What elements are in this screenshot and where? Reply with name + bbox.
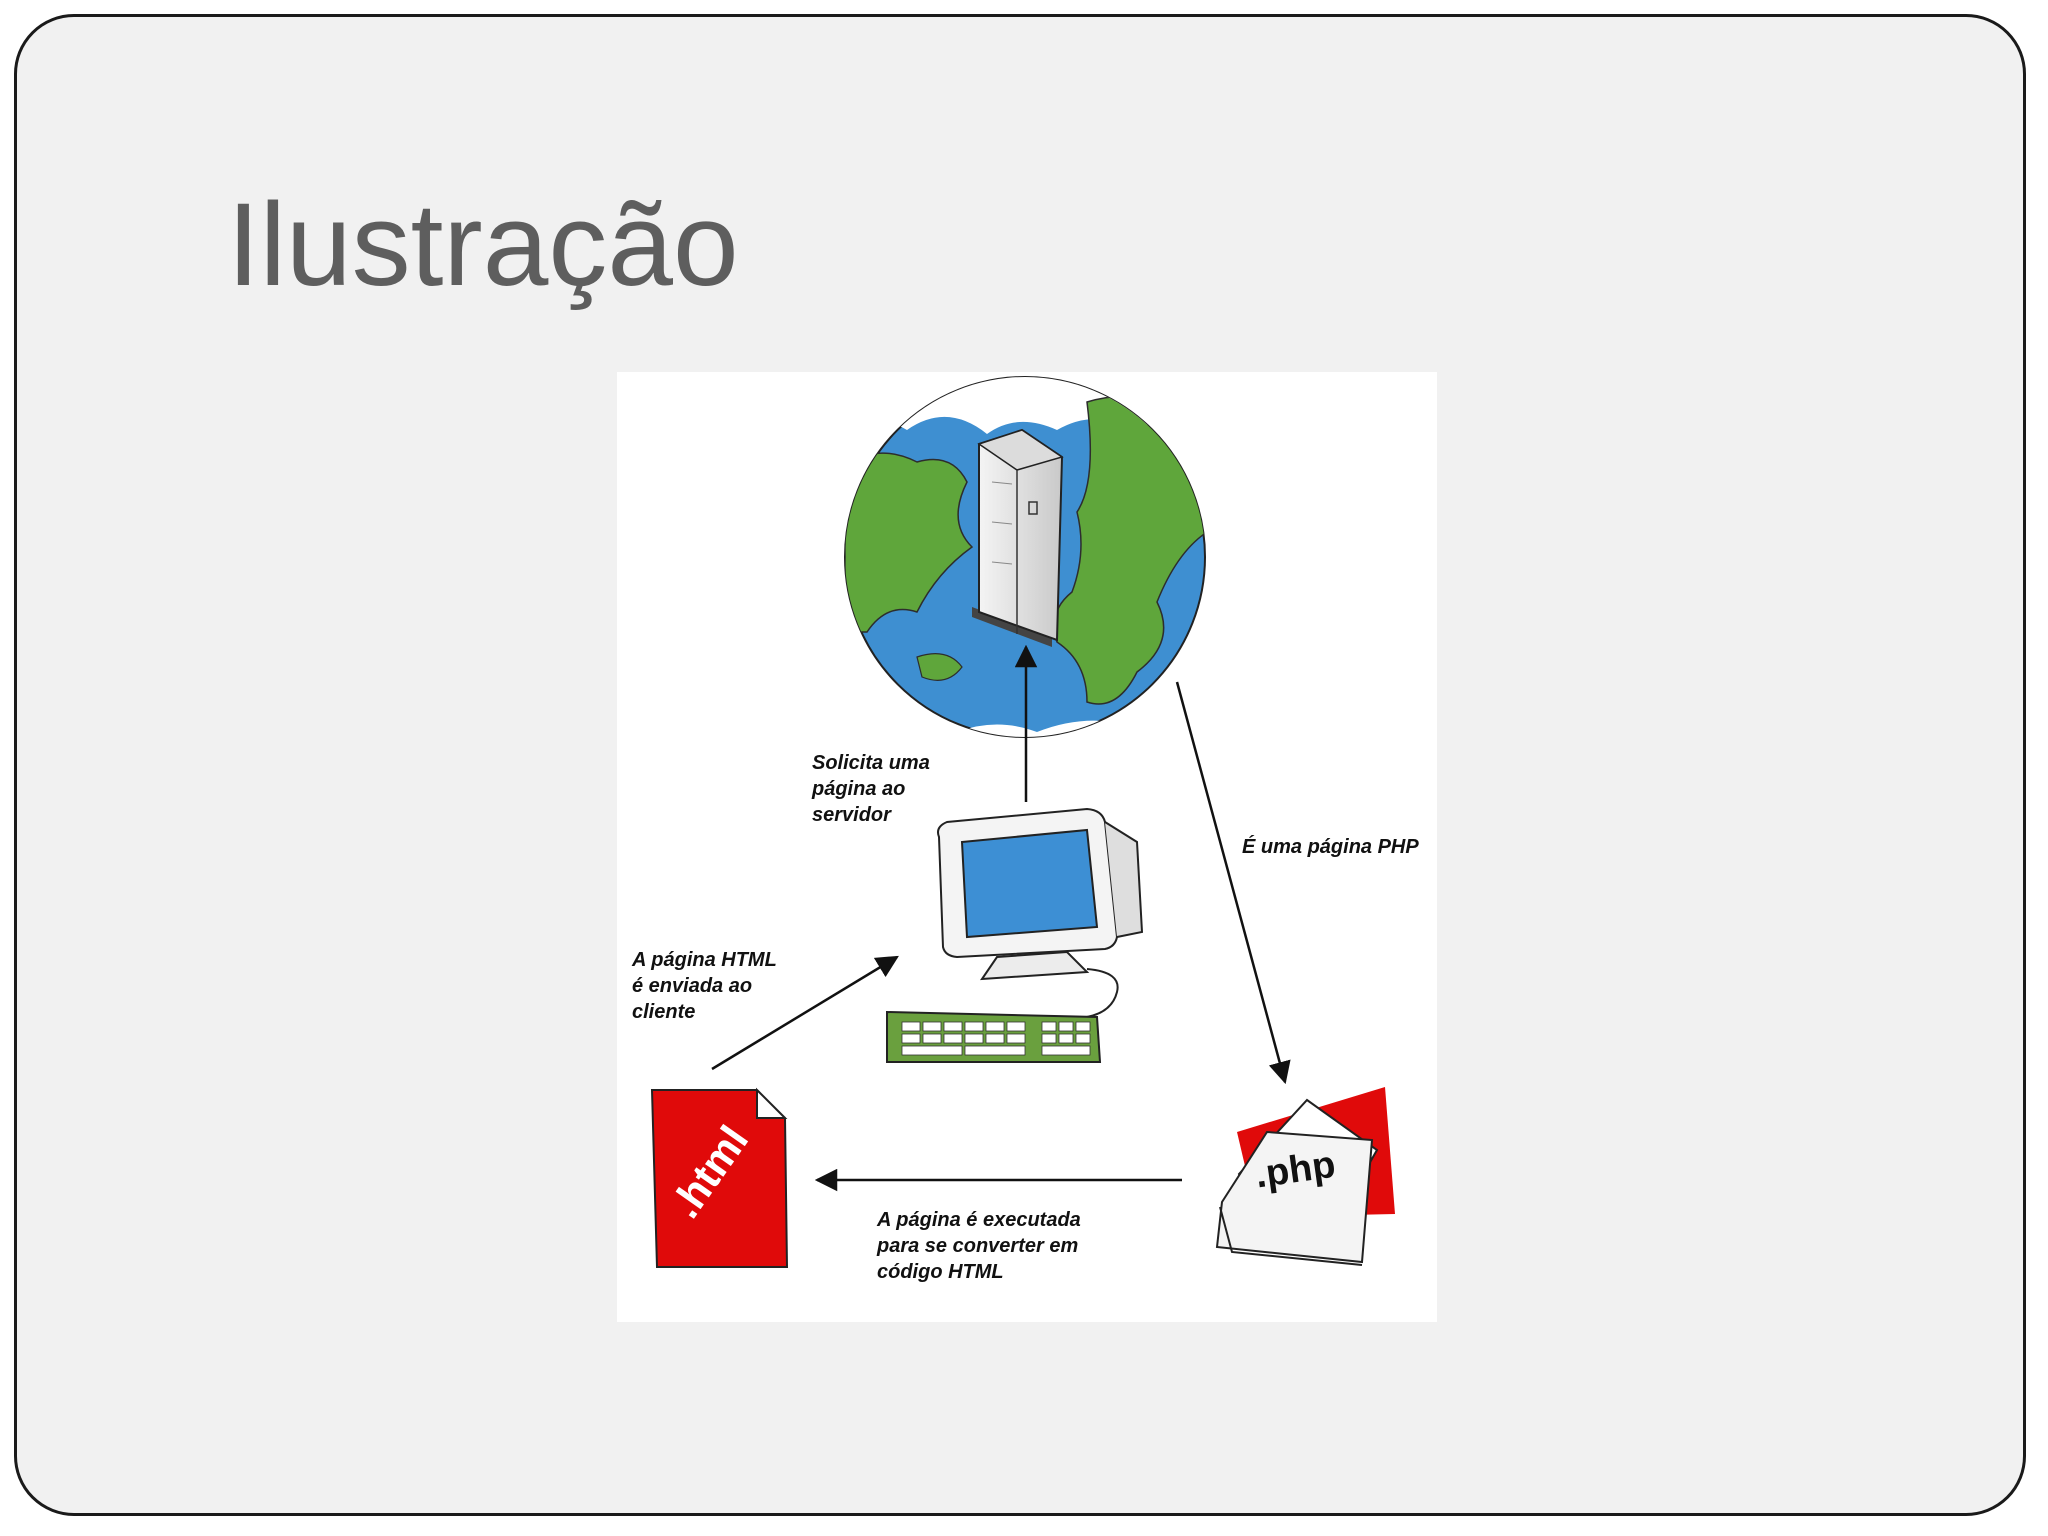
server-tower-icon	[972, 428, 1064, 647]
label-php-page: É uma página PHP	[1242, 836, 1419, 858]
arrow-php-page	[1175, 681, 1291, 1085]
diagram-area: .html .php Solicita uma página ao servid…	[617, 372, 1437, 1322]
diagram-svg: .html .php	[650, 376, 1395, 1268]
slide: Ilustração	[14, 14, 2026, 1516]
label-request: Solicita uma página ao servidor	[812, 752, 930, 826]
slide-title: Ilustração	[227, 179, 739, 311]
html-file-icon: .html	[650, 1087, 789, 1268]
desktop-computer-icon	[886, 807, 1144, 1063]
arrow-send-html	[711, 955, 899, 1071]
label-sent: A página HTML é enviada ao cliente	[632, 949, 777, 1023]
php-file-icon: .php	[1215, 1087, 1395, 1266]
label-executed: A página é executada para se converter e…	[877, 1209, 1081, 1283]
